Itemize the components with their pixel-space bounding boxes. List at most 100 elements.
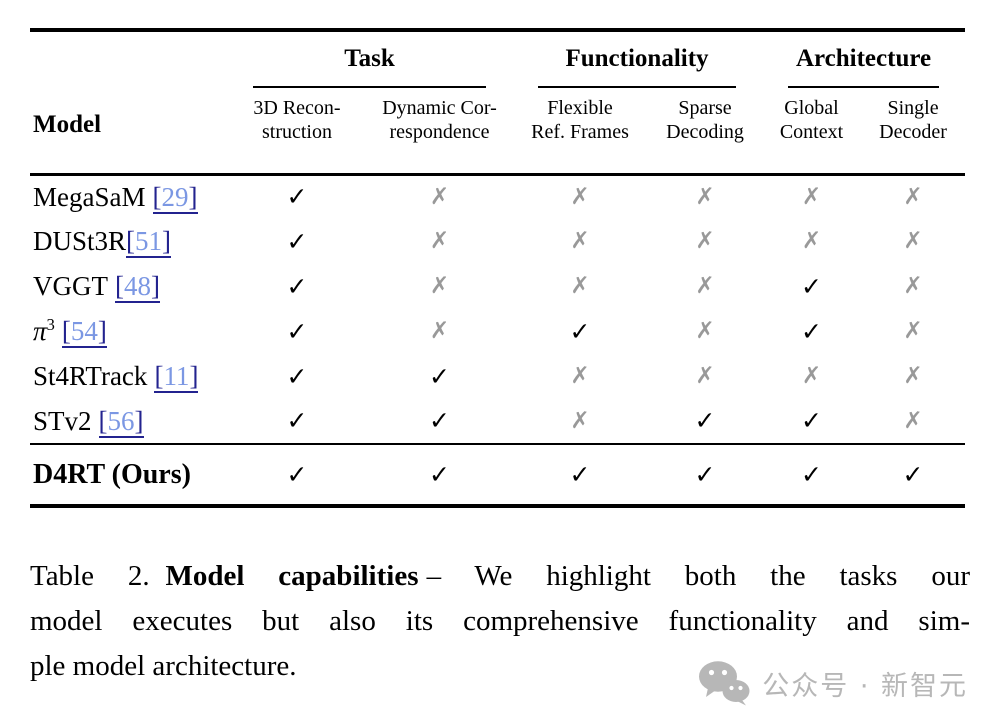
- capability-cell: ✗: [861, 264, 965, 309]
- capability-mark: ✗: [801, 363, 822, 389]
- capability-cell: ✓: [227, 354, 367, 399]
- capability-mark: ✗: [695, 363, 715, 389]
- table-row-stv2: STv2[56] ✓ ✓ ✗ ✓ ✓ ✗: [30, 399, 965, 444]
- capability-mark: ✗: [695, 183, 715, 210]
- capability-mark: ✗: [801, 183, 822, 210]
- capabilities-table: Model Task Functionality Architecture 3D: [30, 28, 966, 508]
- capability-mark: ✓: [429, 459, 450, 489]
- watermark: 公众号 · 新智元: [698, 660, 968, 706]
- model-name: VGGT: [33, 271, 108, 301]
- capability-mark: ✓: [801, 459, 822, 489]
- capability-mark: ✓: [801, 316, 822, 346]
- capability-mark: ✗: [903, 183, 923, 210]
- capability-cell: ✗: [512, 264, 648, 309]
- caption-line-1: Table 2.Model capabilities– We highlight…: [30, 554, 970, 599]
- model-name-cell: St4RTrack[11]: [30, 354, 227, 399]
- table-row-d4rt-ours: D4RT (Ours) ✓ ✓ ✓ ✓ ✓ ✓: [30, 444, 966, 506]
- group-rule-architecture: [788, 86, 940, 88]
- capability-cell: ✓: [367, 354, 512, 399]
- citation-link[interactable]: [11]: [154, 361, 199, 393]
- model-name: DUSt3R: [33, 226, 127, 256]
- column-header-3d-reconstruction: 3D Recon- struction: [227, 88, 367, 174]
- citation-link[interactable]: [56]: [98, 405, 144, 438]
- model-column-header: Model: [30, 30, 227, 174]
- citation-bracket: ]: [134, 405, 144, 436]
- capability-mark: ✓: [569, 316, 591, 346]
- capability-cell: ✓: [227, 264, 367, 309]
- capability-cell: ✗: [512, 174, 648, 219]
- capability-cell: ✓: [227, 219, 367, 264]
- group-label-architecture: Architecture: [795, 45, 932, 72]
- capability-mark: ✗: [903, 228, 923, 254]
- table-row-st4rtrack: St4RTrack[11] ✓ ✓ ✗ ✗ ✗ ✗: [30, 354, 965, 399]
- capability-mark: ✗: [903, 363, 923, 389]
- capability-cell: ✗: [762, 219, 861, 264]
- capability-mark: ✓: [286, 271, 308, 301]
- capability-mark: ✗: [429, 183, 450, 210]
- group-header-architecture: Architecture: [762, 30, 965, 88]
- capability-cell: ✗: [762, 354, 861, 399]
- capability-cell: ✓: [367, 444, 512, 506]
- capability-cell: ✗: [762, 174, 861, 219]
- capability-cell: ✓: [762, 309, 861, 354]
- citation-link[interactable]: [48]: [115, 271, 161, 303]
- capability-cell: ✓: [861, 444, 965, 506]
- group-header-task: Task: [227, 30, 512, 88]
- capability-cell: ✓: [512, 309, 648, 354]
- table-row-pi3: π3[54] ✓ ✗ ✓ ✗ ✓ ✗: [30, 309, 965, 354]
- capability-cell: ✗: [367, 264, 512, 309]
- citation-number: 54: [70, 316, 98, 346]
- citation-number: 29: [161, 181, 189, 212]
- column-header-line: Dynamic Cor-: [382, 97, 497, 119]
- capability-mark: ✓: [286, 226, 308, 256]
- table-row-dust3r: DUSt3R[51] ✓ ✗ ✗ ✗ ✗ ✗: [30, 219, 965, 264]
- capability-cell: ✓: [227, 174, 367, 219]
- citation-bracket: ]: [189, 361, 199, 391]
- citation-bracket: [: [115, 271, 125, 301]
- capability-mark: ✓: [286, 406, 308, 435]
- capability-cell: ✗: [861, 174, 965, 219]
- citation-bracket: [: [98, 405, 108, 436]
- capability-cell: ✗: [512, 219, 648, 264]
- capability-mark: ✗: [695, 318, 715, 344]
- capability-cell: ✗: [861, 399, 965, 444]
- citation-bracket: ]: [151, 271, 161, 301]
- column-header-flexible-ref-frames: Flexible Ref. Frames: [512, 88, 648, 174]
- capability-mark: ✓: [694, 459, 716, 489]
- column-header-line: respondence: [389, 121, 490, 143]
- capability-cell: ✓: [648, 399, 762, 444]
- model-name: MegaSaM: [33, 181, 146, 212]
- capability-mark: ✓: [801, 271, 822, 301]
- capability-cell: ✓: [227, 309, 367, 354]
- citation-link[interactable]: [51]: [126, 226, 172, 258]
- capability-mark: ✓: [429, 406, 450, 435]
- column-header-line: Flexible: [547, 97, 613, 119]
- model-name: St4RTrack: [33, 361, 148, 391]
- column-header-line: Single: [887, 97, 939, 119]
- column-header-sparse-decoding: Sparse Decoding: [648, 88, 762, 174]
- capability-mark: ✗: [570, 407, 590, 434]
- capability-cell: ✗: [512, 354, 648, 399]
- model-header-label: Model: [33, 110, 102, 138]
- capability-mark: ✓: [569, 459, 591, 489]
- caption-line-3: ple model architecture.: [30, 650, 297, 682]
- caption-text: – We highlight both the tasks our: [426, 560, 970, 592]
- table-caption: Table 2.Model capabilities– We highlight…: [30, 554, 970, 689]
- citation-link[interactable]: [54]: [61, 316, 107, 348]
- citation-bracket: ]: [162, 226, 172, 256]
- capability-mark: ✓: [902, 459, 924, 489]
- model-name-cell: π3[54]: [30, 309, 227, 354]
- citation-bracket: [: [154, 361, 164, 391]
- citation-number: 11: [163, 361, 190, 391]
- caption-line-2: model executes but also its comprehensiv…: [30, 605, 970, 637]
- citation-link[interactable]: [29]: [152, 181, 198, 214]
- capability-mark: ✓: [801, 406, 822, 435]
- capability-cell: ✓: [227, 444, 367, 506]
- column-header-global-context: Global Context: [762, 88, 861, 174]
- citation-bracket: ]: [188, 181, 198, 212]
- model-name-cell: MegaSaM[29]: [30, 174, 227, 219]
- model-name-superscript: 3: [46, 315, 55, 334]
- capability-mark: ✗: [903, 273, 923, 299]
- capability-mark: ✗: [903, 318, 923, 344]
- group-label-task: Task: [344, 45, 395, 72]
